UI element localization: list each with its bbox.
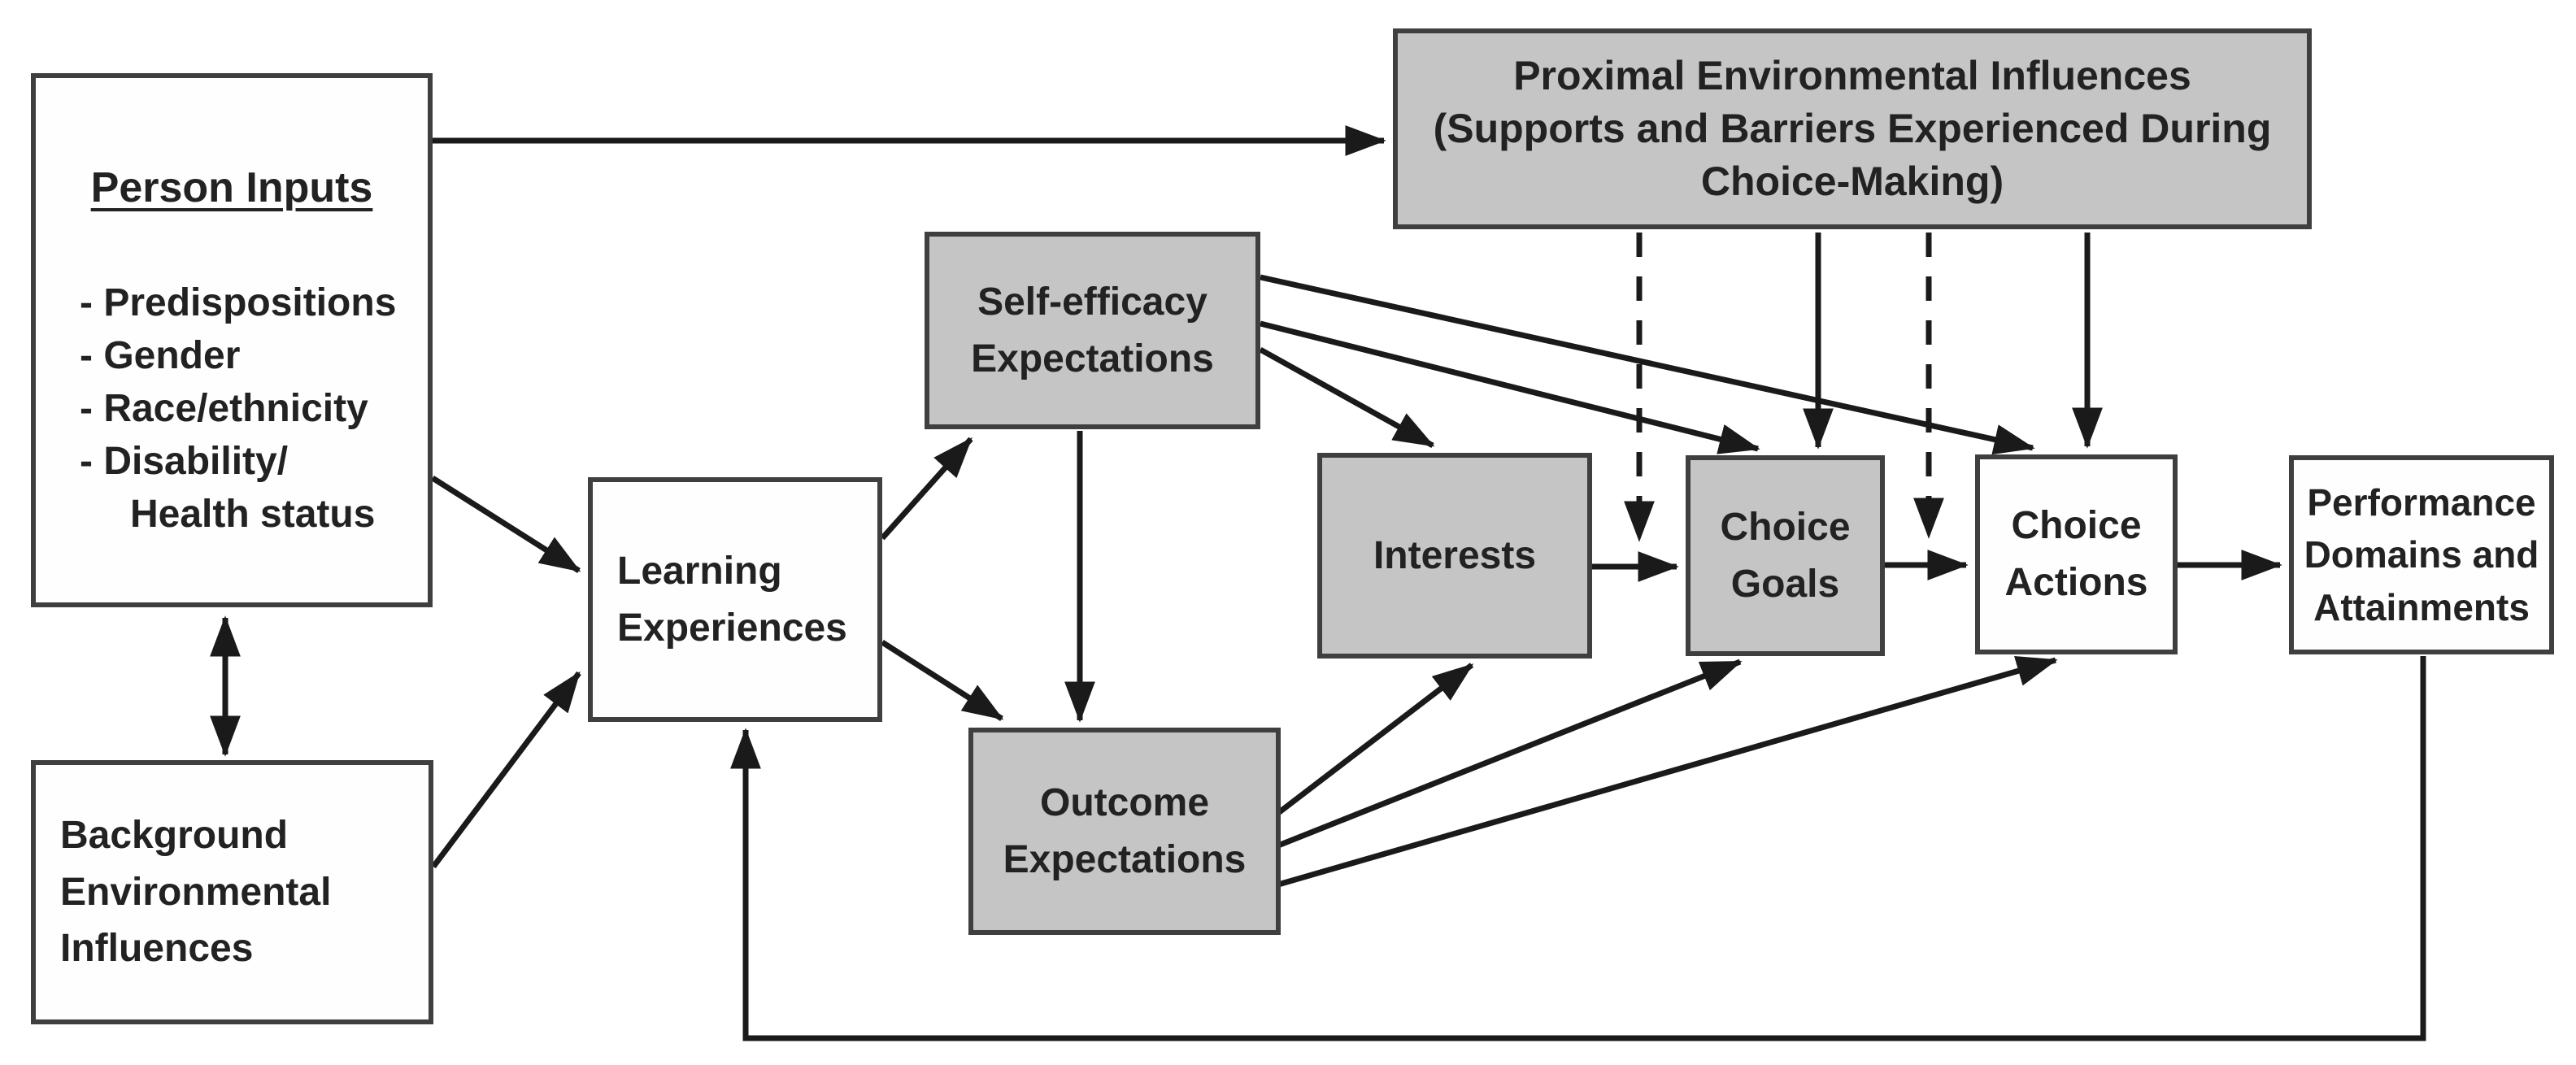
outcome-line-1: Outcome [1039, 780, 1210, 824]
proximal-line-1: Proximal Environmental Influences [1513, 53, 2191, 98]
learning-experiences-box: Learning Experiences [588, 477, 882, 722]
proximal-environmental-influences-box: Proximal Environmental Influences (Suppo… [1393, 28, 2312, 229]
arrow-self-efficacy-to-choice-goals [1260, 320, 1760, 454]
person-inputs-item-predispositions: - Predispositions [80, 281, 397, 325]
arrow-learning-to-outcome [881, 640, 1004, 721]
choice-goals-line-1: Choice [1720, 505, 1851, 549]
choice-goals-box: Choice Goals [1686, 455, 1885, 656]
choice-actions-line-1: Choice [2011, 504, 2142, 548]
choice-goals-line-2: Goals [1730, 562, 1840, 606]
arrow-self-efficacy-to-choice-actions [1260, 274, 2035, 455]
arrow-outcome-to-interests [1276, 663, 1474, 815]
person-inputs-box: Person Inputs - Predispositions - Gender… [31, 73, 433, 607]
arrow-performance-feedback-to-learning [730, 656, 2426, 1041]
background-line-3: Influences [60, 927, 254, 971]
performance-line-1: Performance [2307, 480, 2536, 524]
arrow-outcome-to-choice-goals [1277, 659, 1743, 849]
person-inputs-list: - Predispositions - Gender - Race/ethnic… [36, 277, 428, 541]
person-inputs-title: Person Inputs [90, 164, 373, 211]
background-line-2: Environmental [60, 870, 332, 914]
arrow-learning-to-self-efficacy [880, 437, 973, 541]
self-efficacy-line-1: Self-efficacy [977, 280, 1208, 324]
arrow-self-efficacy-to-interests [1259, 346, 1435, 449]
proximal-line-2: (Supports and Barriers Experienced Durin… [1433, 106, 2272, 151]
choice-actions-line-2: Actions [2004, 561, 2148, 604]
background-line-1: Background [60, 814, 289, 858]
person-inputs-item-race-ethnicity: - Race/ethnicity [80, 386, 368, 430]
choice-actions-box: Choice Actions [1975, 454, 2178, 654]
person-inputs-item-disability: - Disability/ [80, 439, 289, 483]
background-environmental-influences-box: Background Environmental Influences [31, 760, 433, 1024]
arrow-background-to-learning [431, 671, 581, 869]
self-efficacy-expectations-box: Self-efficacy Expectations [925, 232, 1260, 429]
learning-line-2: Experiences [617, 606, 847, 650]
performance-line-2: Domains and [2304, 533, 2539, 576]
arrow-outcome-to-choice-actions [1277, 656, 2058, 888]
proximal-line-3: Choice-Making) [1700, 159, 2004, 204]
outcome-line-2: Expectations [1003, 837, 1247, 881]
self-efficacy-line-2: Expectations [971, 337, 1214, 380]
learning-line-1: Learning [617, 549, 782, 593]
outcome-expectations-box: Outcome Expectations [968, 728, 1281, 935]
person-inputs-item-gender: - Gender [80, 334, 241, 378]
performance-line-3: Attainments [2313, 585, 2530, 628]
interests-label: Interests [1373, 533, 1537, 577]
person-inputs-item-health-status: Health status [130, 492, 376, 536]
arrow-person-to-learning [431, 476, 581, 573]
performance-domains-attainments-box: Performance Domains and Attainments [2289, 455, 2554, 654]
interests-box: Interests [1317, 453, 1592, 659]
